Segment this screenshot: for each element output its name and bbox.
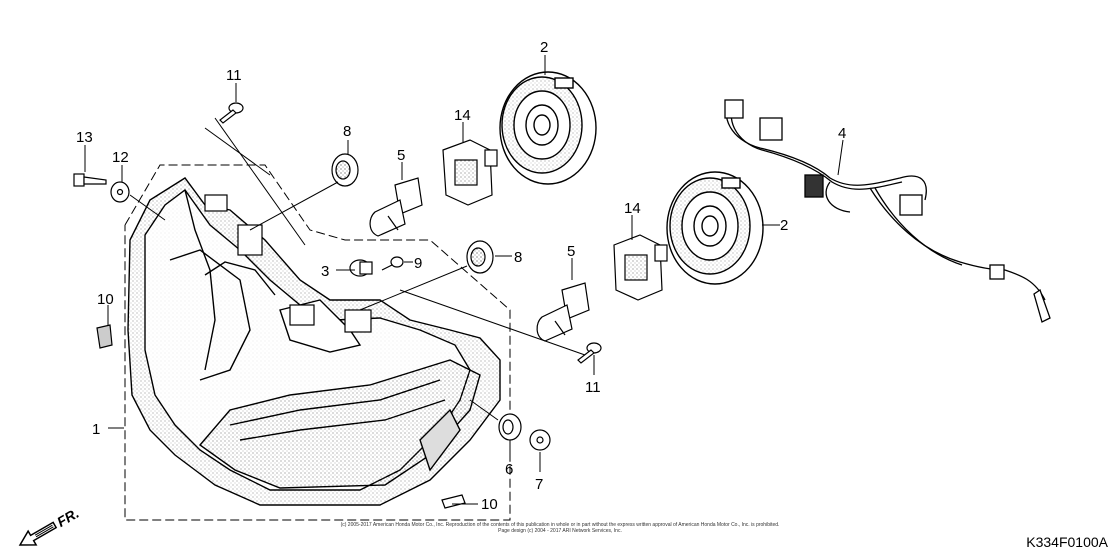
collar-7: [529, 429, 551, 451]
bulb-upper: [369, 177, 423, 237]
callout-3: 3: [321, 263, 329, 280]
callout-5-upper: 5: [397, 147, 405, 164]
diagram-code: K334F0100A: [1026, 534, 1108, 550]
callout-8-lower: 8: [514, 249, 522, 266]
front-direction-label: FR.: [54, 505, 82, 530]
callout-11-lower: 11: [585, 379, 601, 396]
washer-12: [110, 181, 130, 203]
housing-brackets: [204, 194, 372, 333]
callout-2-upper: 2: [540, 39, 548, 56]
grommet-upper: [331, 153, 359, 187]
callout-8-upper: 8: [343, 123, 351, 140]
assembly-outline: [124, 164, 511, 521]
headlight-cover-upper: [499, 71, 597, 185]
callout-1: 1: [92, 421, 100, 438]
callouts: 1 2 2 3 4 5 5 6 7 8 8 9 10 10 11 11 12 1…: [76, 39, 846, 513]
grommet-6: [498, 413, 522, 441]
collar-3: [349, 259, 373, 277]
screw-11-lower: [577, 342, 602, 364]
callout-7: 7: [535, 476, 543, 493]
headlight-housing: [127, 177, 501, 506]
callout-10-lower: 10: [481, 496, 498, 513]
callout-13: 13: [76, 129, 93, 146]
callout-6: 6: [505, 461, 513, 478]
callout-10-upper: 10: [97, 291, 114, 308]
clip-10-upper: [96, 324, 113, 349]
callout-14-lower: 14: [624, 200, 641, 217]
callout-11-upper: 11: [226, 67, 242, 84]
bolt-13: [73, 173, 107, 187]
callout-12: 12: [112, 149, 129, 166]
bulb-socket-lower: [613, 234, 668, 301]
bulb-lower: [536, 282, 590, 342]
callout-14-upper: 14: [454, 107, 471, 124]
callout-2-lower: 2: [780, 217, 788, 234]
clip-10-lower: [441, 494, 466, 509]
leader-lines: [84, 55, 844, 505]
front-direction-arrow-icon: FR.: [18, 505, 82, 546]
wire-harness: [724, 99, 1051, 323]
copyright-line-1: (c) 2005-2017 American Honda Motor Co., …: [340, 522, 780, 528]
screw-11-upper: [219, 102, 244, 124]
screw-9: [381, 256, 404, 271]
callout-5-lower: 5: [567, 243, 575, 260]
grommet-lower: [466, 240, 494, 274]
bulb-socket-upper: [442, 139, 498, 206]
headlight-cover-lower: [666, 171, 764, 285]
callout-4: 4: [838, 125, 846, 142]
copyright-line-2: Page design (c) 2004 - 2017 ARI Network …: [498, 528, 622, 534]
callout-9: 9: [414, 255, 422, 272]
copyright-notice: (c) 2005-2017 American Honda Motor Co., …: [300, 522, 820, 534]
